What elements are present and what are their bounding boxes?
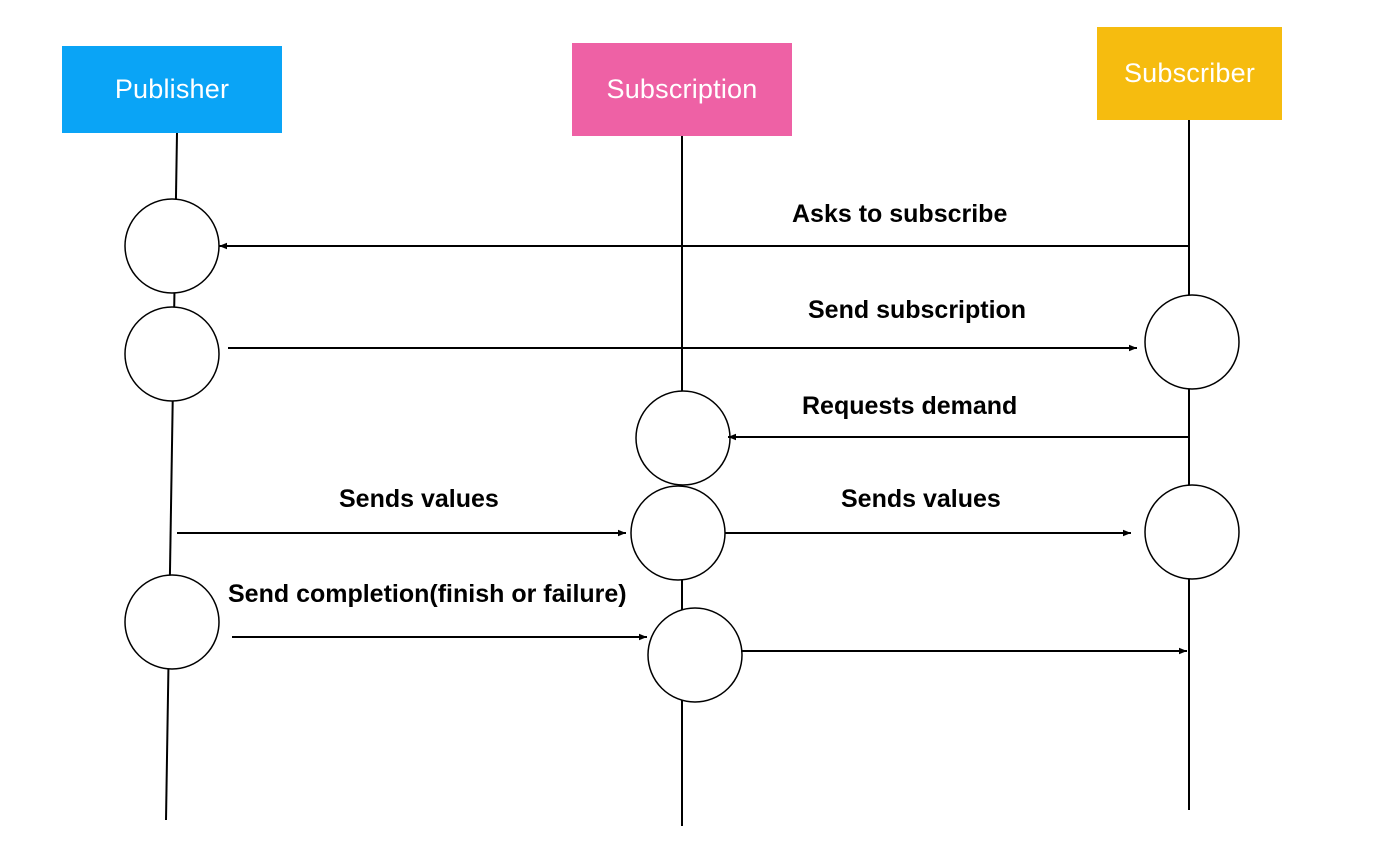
activation-publisher-1 xyxy=(124,198,220,294)
activation-subscription-3 xyxy=(647,607,743,703)
message-label-send-subscription: Send subscription xyxy=(808,296,1027,324)
message-label-send-completion: Send completion(finish or failure) xyxy=(228,580,627,608)
actor-subscription-label: Subscription xyxy=(606,74,758,104)
message-label-sends-values-publisher: Sends values xyxy=(339,485,499,513)
actor-subscriber: Subscriber xyxy=(1097,27,1282,120)
message-label-sends-values-subscription: Sends values xyxy=(841,485,1001,513)
actor-subscriber-label: Subscriber xyxy=(1123,58,1256,88)
activation-subscription-2 xyxy=(630,485,726,581)
actor-publisher-label: Publisher xyxy=(114,74,230,104)
actor-publisher: Publisher xyxy=(62,46,282,133)
activation-subscriber-2 xyxy=(1144,484,1240,580)
activation-publisher-3 xyxy=(124,574,220,670)
activation-subscriber-1 xyxy=(1144,294,1240,390)
actor-subscription: Subscription xyxy=(572,43,792,136)
activation-publisher-2 xyxy=(124,306,220,402)
message-label-asks-to-subscribe: Asks to subscribe xyxy=(792,200,1008,228)
activation-subscription-1 xyxy=(635,390,731,486)
message-label-requests-demand: Requests demand xyxy=(802,392,1018,420)
